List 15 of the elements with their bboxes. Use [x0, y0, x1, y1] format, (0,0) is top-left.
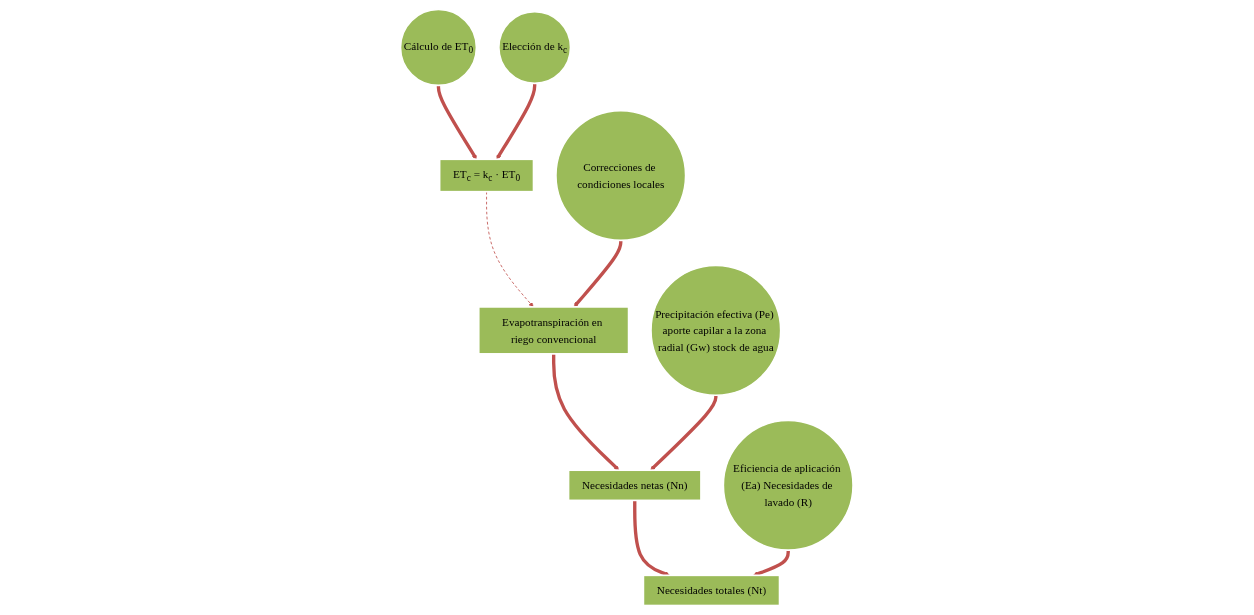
arrow	[650, 395, 718, 471]
arrow	[552, 353, 620, 471]
node-circle: Eficiencia de aplicación (Ea) Necesidades de lavado (R)	[722, 419, 855, 551]
node-box: Evapotranspiración en riego convencional	[478, 306, 630, 355]
node-box: Necesidades netas (Nn)	[567, 469, 703, 502]
arrow	[496, 83, 537, 160]
node-circle: Cálculo de ET$_{0}$	[399, 8, 478, 87]
node-box: Necesidades totales (Nt)	[642, 574, 781, 607]
node-circle: Precipitación efectiva (Pe) aporte capilar a la zona radial (Gw) stock de agua	[650, 264, 782, 397]
arrow	[574, 240, 623, 308]
node-box: ET$_{c}$ = k$_{c}$ · ET$_{0}$	[439, 158, 535, 193]
arrow	[437, 85, 477, 160]
node-circle: Elección de k$_{c}$	[498, 10, 572, 85]
node-circle: Correcciones de condiciones locales	[555, 109, 687, 242]
arrow	[753, 550, 791, 577]
